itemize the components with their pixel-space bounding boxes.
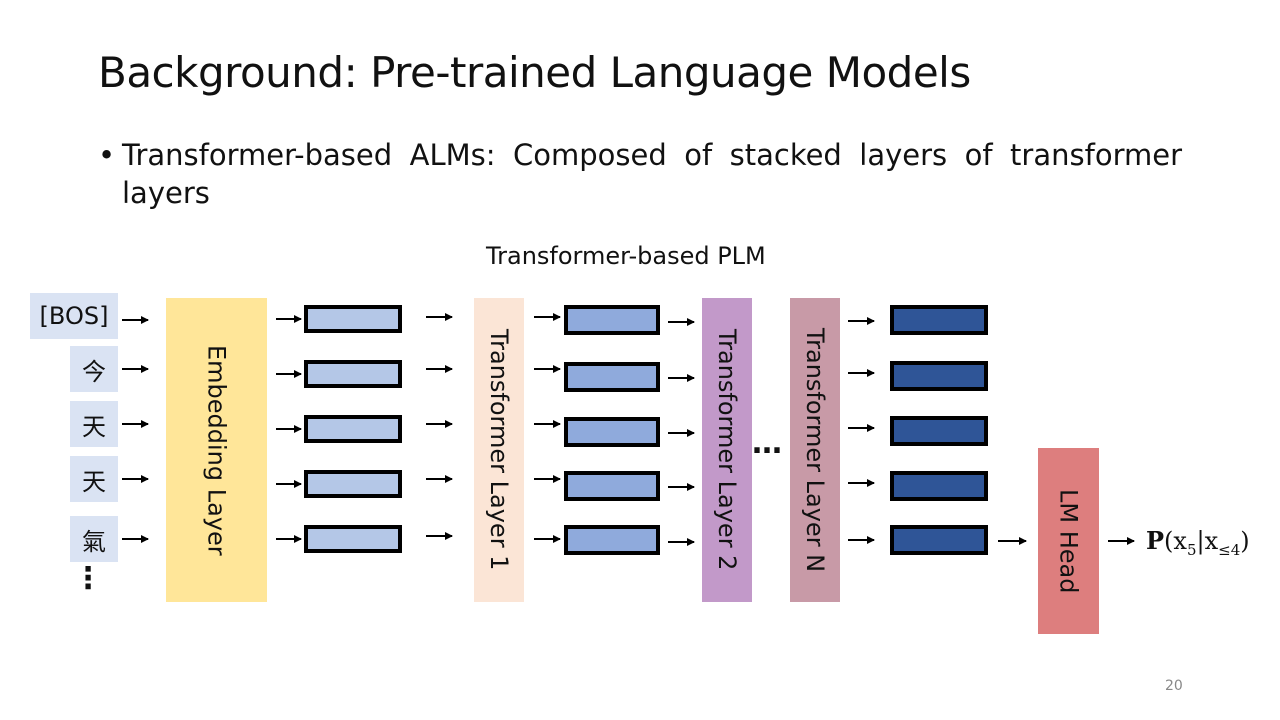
layerN-vector	[890, 305, 988, 335]
layer1-vector	[564, 417, 660, 447]
output-sub-context: ≤4	[1218, 540, 1241, 559]
slide-title: Background: Pre-trained Language Models	[98, 48, 971, 97]
transformer-layer-1-label: Transformer Layer 1	[485, 329, 513, 571]
output-probability: P(x5|x≤4)	[1146, 526, 1250, 559]
layer1-vector	[564, 305, 660, 335]
embedding-vector	[304, 415, 402, 443]
embedding-vector	[304, 525, 402, 553]
transformer-layer-2-label: Transformer Layer 2	[713, 329, 741, 571]
page-number: 20	[1165, 678, 1183, 694]
embedding-vector	[304, 305, 402, 333]
output-expr-open: (x	[1164, 527, 1187, 555]
layer1-vector	[564, 525, 660, 555]
token-3: 天	[70, 456, 118, 502]
output-prob-symbol: P	[1146, 526, 1165, 555]
transformer-layer-1-block: Transformer Layer 1	[474, 298, 524, 602]
transformer-layer-2-block: Transformer Layer 2	[702, 298, 752, 602]
bullet-text: Transformer-based ALMs: Composed of stac…	[122, 138, 1182, 210]
lm-head-block: LM Head	[1038, 448, 1099, 634]
layer1-vector	[564, 471, 660, 501]
transformer-layer-n-block: Transformer Layer N	[790, 298, 840, 602]
output-expr-close: )	[1240, 527, 1250, 555]
layerN-vector	[890, 471, 988, 501]
output-sub-target: 5	[1186, 540, 1197, 559]
token-1: 今	[70, 346, 118, 392]
embedding-layer-block: Embedding Layer	[166, 298, 267, 602]
transformer-layer-n-label: Transformer Layer N	[801, 327, 829, 573]
embedding-vector	[304, 470, 402, 498]
layerN-vector	[890, 525, 988, 555]
diagram-title: Transformer-based PLM	[486, 242, 766, 270]
token-2: 天	[70, 401, 118, 447]
embedding-vector	[304, 360, 402, 388]
bullet-icon: •	[98, 138, 116, 172]
layerN-vector	[890, 361, 988, 391]
layer1-vector	[564, 362, 660, 392]
embedding-layer-label: Embedding Layer	[202, 344, 231, 556]
lm-head-label: LM Head	[1054, 488, 1083, 594]
token-bos: [BOS]	[30, 293, 118, 339]
layer-ellipsis: …	[752, 426, 783, 461]
output-expr-given: |x	[1196, 527, 1219, 555]
layerN-vector	[890, 416, 988, 446]
token-4: 氣	[70, 516, 118, 562]
